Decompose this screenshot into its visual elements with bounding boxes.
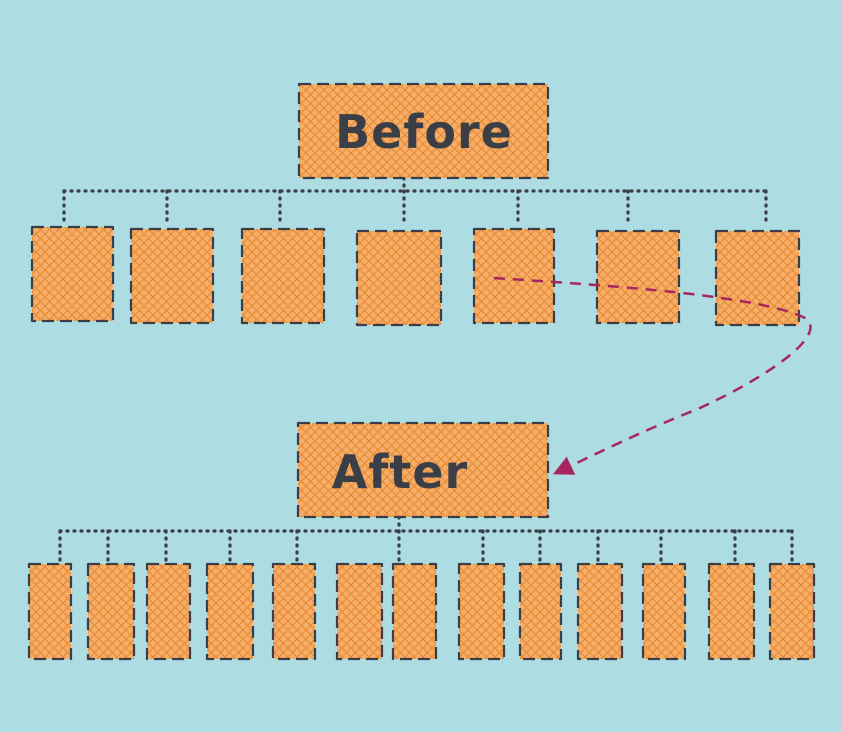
before-child-3 xyxy=(240,227,326,325)
after-child-8 xyxy=(457,562,506,661)
after-child-13 xyxy=(768,562,816,661)
before-child-2 xyxy=(129,227,215,325)
before-box: Before xyxy=(297,82,550,180)
before-child-1 xyxy=(30,225,115,323)
after-child-2 xyxy=(86,562,136,661)
after-child-7 xyxy=(391,562,438,661)
after-child-6 xyxy=(335,562,384,661)
after-child-12 xyxy=(707,562,756,661)
before-group: Before xyxy=(30,82,801,327)
after-box: After xyxy=(296,421,550,519)
after-child-5 xyxy=(271,562,317,661)
before-child-4 xyxy=(355,229,443,327)
before-child-7 xyxy=(714,229,801,327)
move-arrow xyxy=(493,276,812,475)
before-label: Before xyxy=(335,105,513,159)
after-group: After xyxy=(27,421,816,661)
after-label: After xyxy=(332,445,469,499)
after-child-3 xyxy=(145,562,192,661)
before-child-5 xyxy=(472,227,556,325)
after-child-1 xyxy=(27,562,73,661)
after-child-9 xyxy=(518,562,563,661)
after-child-4 xyxy=(205,562,255,661)
before-child-6 xyxy=(595,229,681,325)
after-child-11 xyxy=(641,562,687,661)
after-child-10 xyxy=(576,562,624,661)
